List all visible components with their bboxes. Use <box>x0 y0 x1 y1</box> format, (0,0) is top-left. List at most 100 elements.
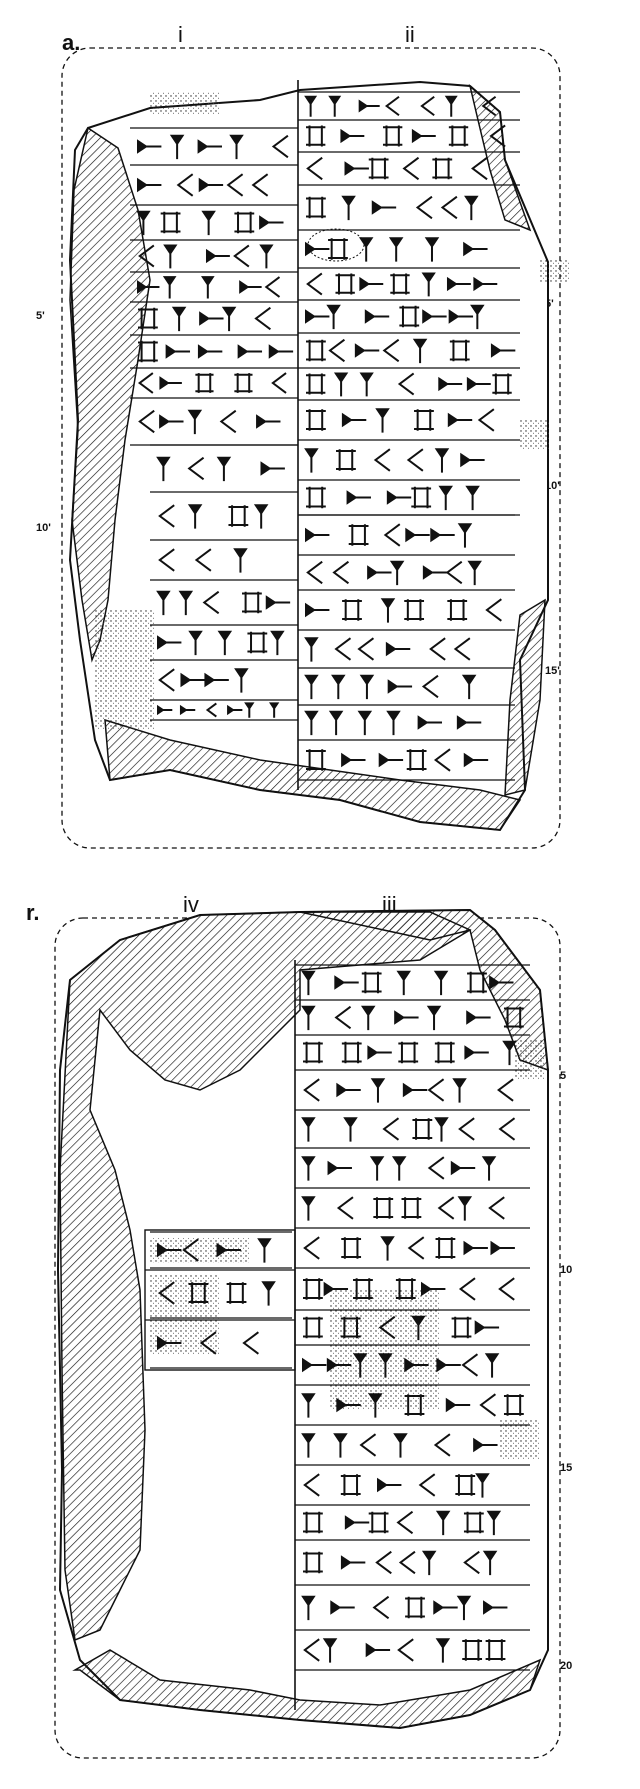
cuneiform-signs <box>157 970 524 1663</box>
cuneiform-sign <box>382 338 400 363</box>
cuneiform-sign <box>422 565 448 580</box>
cuneiform-sign <box>484 1353 500 1378</box>
cuneiform-sign <box>157 1335 182 1351</box>
cuneiform-sign <box>378 1315 396 1340</box>
cuneiform-sign <box>406 749 427 771</box>
cuneiform-sign <box>412 338 428 364</box>
cuneiform-sign <box>306 196 326 219</box>
cuneiform-sign <box>489 975 514 990</box>
cuneiform-sign <box>393 1433 408 1458</box>
cuneiform-sign <box>304 674 319 700</box>
cuneiform-sign <box>270 630 285 656</box>
cuneiform-sign <box>364 309 390 324</box>
cuneiform-sign <box>239 280 262 294</box>
cuneiform-sign <box>383 523 401 547</box>
cuneiform-sign <box>138 340 158 363</box>
cuneiform-sign <box>169 134 185 160</box>
cuneiform-sign <box>216 1242 241 1258</box>
column-label-i: i <box>178 22 183 47</box>
obverse-side-label: a. <box>62 30 81 55</box>
cuneiform-sign <box>426 1005 442 1031</box>
cuneiform-sign <box>219 409 237 434</box>
cuneiform-sign <box>237 344 263 359</box>
cuneiform-sign <box>485 598 502 622</box>
cuneiform-sign <box>264 276 281 298</box>
cuneiform-sign <box>159 376 182 390</box>
cuneiform-sign <box>137 139 162 154</box>
cuneiform-sign <box>474 1320 500 1335</box>
cuneiform-sign <box>475 1473 490 1498</box>
cuneiform-sign <box>305 527 330 543</box>
cuneiform-sign <box>354 343 380 358</box>
cuneiform-sign <box>471 156 488 181</box>
cuneiform-sign <box>344 1515 370 1530</box>
cuneiform-sign <box>434 448 450 473</box>
cuneiform-sign <box>303 1638 320 1662</box>
cuneiform-sign <box>481 1156 497 1181</box>
reverse-tablet-drawing <box>54 908 561 1759</box>
cuneiform-sign <box>303 1041 323 1064</box>
cuneiform-sign <box>385 641 411 657</box>
cuneiform-sign <box>380 1236 395 1261</box>
cuneiform-sign <box>197 139 222 154</box>
cuneiform-sign <box>404 1394 425 1416</box>
cuneiform-sign <box>367 1045 392 1060</box>
cuneiform-sign <box>195 373 214 393</box>
cuneiform-sign <box>368 1393 383 1418</box>
cuneiform-sign <box>503 1006 524 1029</box>
cuneiform-sign <box>414 409 434 431</box>
cuneiform-sign <box>340 1474 361 1496</box>
cuneiform-sign <box>405 1596 425 1619</box>
cuneiform-sign <box>380 598 396 623</box>
cuneiform-sign <box>322 1638 338 1663</box>
cuneiform-sign <box>301 1156 316 1181</box>
cuneiform-sign <box>304 637 319 662</box>
cuneiform-sign <box>434 1117 449 1142</box>
cuneiform-sign <box>402 156 420 181</box>
cuneiform-sign <box>226 173 244 197</box>
cuneiform-sign <box>229 134 244 160</box>
cuneiform-sign <box>460 452 485 468</box>
cuneiform-sign <box>498 1277 515 1301</box>
cuneiform-sign <box>326 1357 352 1373</box>
cuneiform-sign <box>205 702 217 718</box>
cuneiform-sign <box>197 344 223 359</box>
hatched-break <box>72 1649 542 1729</box>
cuneiform-sign <box>306 373 326 395</box>
cuneiform-sign <box>336 1082 361 1098</box>
cuneiform-sign <box>427 1078 445 1102</box>
cuneiform-sign <box>303 1551 323 1574</box>
cuneiform-sign <box>244 702 255 718</box>
cuneiform-sign <box>456 1595 472 1621</box>
cuneiform-sign <box>157 635 182 650</box>
cuneiform-sign <box>433 1600 458 1615</box>
cuneiform-sign <box>421 1281 446 1297</box>
line-number: 5' <box>545 298 554 310</box>
cuneiform-sign <box>136 210 151 236</box>
cuneiform-sign <box>344 161 369 176</box>
cuneiform-sign <box>334 975 359 990</box>
cuneiform-sign <box>188 630 203 656</box>
cuneiform-sign <box>176 173 194 197</box>
cuneiform-sign <box>396 1510 414 1535</box>
cuneiform-sign <box>365 1642 391 1658</box>
cuneiform-sign <box>271 134 289 159</box>
cuneiform-sign <box>303 1473 320 1497</box>
cuneiform-sign <box>357 710 373 736</box>
cuneiform-sign <box>436 1357 461 1373</box>
cuneiform-sign <box>398 1550 416 1575</box>
cuneiform-sign <box>341 412 367 428</box>
cuneiform-sign <box>336 1196 354 1220</box>
cuneiform-sign <box>384 95 400 117</box>
cuneiform-sign <box>399 305 420 328</box>
cuneiform-sign <box>265 595 291 610</box>
stippled-damage <box>540 260 570 282</box>
cuneiform-sign <box>187 409 203 435</box>
cuneiform-sign <box>332 560 350 585</box>
cuneiform-sign <box>306 125 326 147</box>
cuneiform-sign <box>217 630 233 656</box>
reverse-side-label: r. <box>26 900 40 925</box>
cuneiform-sign <box>301 1196 316 1221</box>
cuneiform-sign <box>306 339 326 362</box>
cuneiform-sign <box>259 244 274 269</box>
